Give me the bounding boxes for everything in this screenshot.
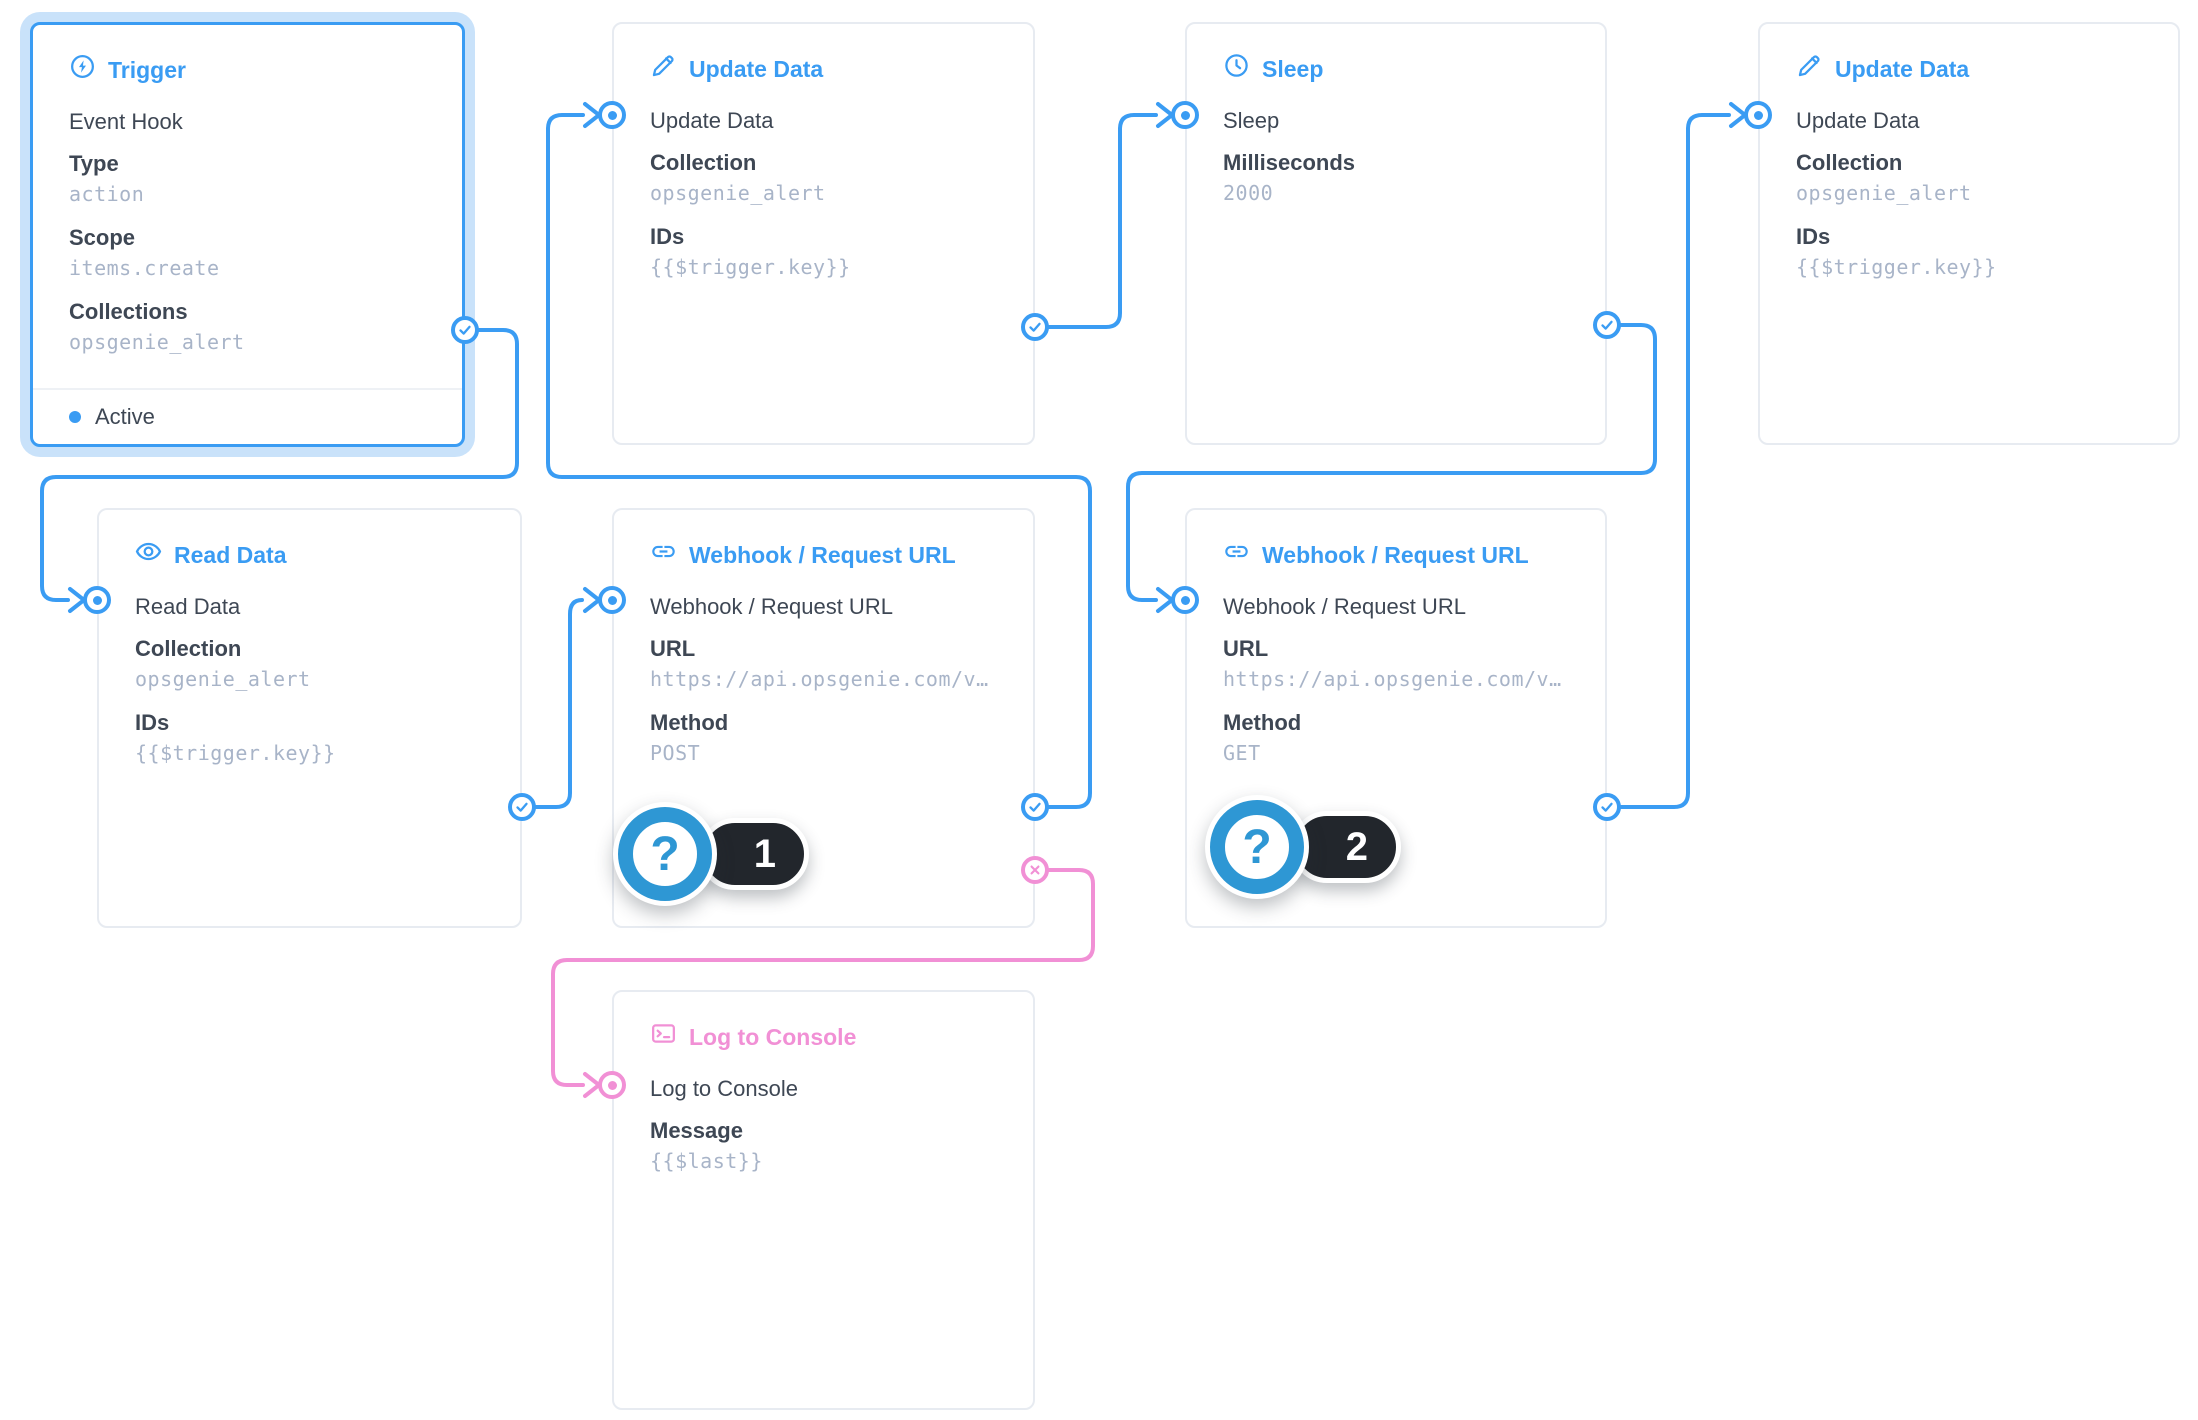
field-collection: Collection opsgenie_alert xyxy=(1796,150,1972,205)
webhook-2-title: Webhook / Request URL xyxy=(1223,538,1569,572)
trigger-type-name: Event Hook xyxy=(69,109,183,134)
field-message: Message {{$last}} xyxy=(650,1118,763,1173)
trigger-card[interactable]: Trigger Event Hook Type action Scope ite… xyxy=(30,22,465,447)
wire-update1-to-sleep xyxy=(1047,102,1174,329)
link-icon xyxy=(650,538,677,572)
question-mark-icon: ? xyxy=(613,802,717,906)
check-icon xyxy=(516,802,528,812)
field-type: Type action xyxy=(69,151,145,206)
field-method: Method GET xyxy=(1223,710,1302,765)
resolve-node-sleep[interactable] xyxy=(1593,311,1621,339)
field-ids: IDs {{$trigger.key}} xyxy=(135,710,336,765)
arrowhead xyxy=(1156,102,1174,128)
input-node-log-to-console[interactable] xyxy=(598,1071,626,1099)
update-data-1-title: Update Data xyxy=(650,52,997,86)
field-collections: Collections opsgenie_alert xyxy=(69,299,245,354)
clock-icon xyxy=(1223,52,1250,86)
terminal-icon xyxy=(650,1020,677,1054)
active-status-dot xyxy=(69,411,81,423)
trigger-card-title: Trigger xyxy=(69,53,426,87)
field-ids: IDs {{$trigger.key}} xyxy=(650,224,851,279)
input-node-update-data-2[interactable] xyxy=(1744,101,1772,129)
input-node-sleep[interactable] xyxy=(1171,101,1199,129)
resolve-node-trigger[interactable] xyxy=(451,316,479,344)
log-to-console-title: Log to Console xyxy=(650,1020,997,1054)
arrowhead xyxy=(1156,587,1174,613)
update-data-2-title: Update Data xyxy=(1796,52,2142,86)
field-scope: Scope items.create xyxy=(69,225,220,280)
field-milliseconds: Milliseconds 2000 xyxy=(1223,150,1356,205)
field-url: URL https://api.opsgenie.com/v… xyxy=(650,636,989,691)
field-method: Method POST xyxy=(650,710,729,765)
update-data-1-card[interactable]: Update Data Update Data Collection opsge… xyxy=(612,22,1035,445)
input-node-read-data[interactable] xyxy=(83,586,111,614)
arrowhead xyxy=(583,102,601,128)
resolve-node-webhook-1[interactable] xyxy=(1021,793,1049,821)
arrowhead xyxy=(583,587,601,613)
field-collection: Collection opsgenie_alert xyxy=(135,636,311,691)
reject-node-webhook-1[interactable] xyxy=(1021,856,1049,884)
resolve-node-read-data[interactable] xyxy=(508,793,536,821)
log-to-console-card[interactable]: Log to Console Log to Console Message {{… xyxy=(612,990,1035,1410)
webhook-1-title: Webhook / Request URL xyxy=(650,538,997,572)
input-node-update-data-1[interactable] xyxy=(598,101,626,129)
wire-webhook2-to-update2 xyxy=(1619,102,1747,809)
bolt-circle-icon xyxy=(69,53,96,87)
status-badge: Active xyxy=(95,404,155,429)
input-node-webhook-1[interactable] xyxy=(598,586,626,614)
field-ids: IDs {{$trigger.key}} xyxy=(1796,224,1997,279)
input-node-webhook-2[interactable] xyxy=(1171,586,1199,614)
step-badge-1[interactable]: 1 ? xyxy=(613,802,813,912)
field-url: URL https://api.opsgenie.com/v… xyxy=(1223,636,1562,691)
check-icon xyxy=(1601,802,1613,812)
arrowhead xyxy=(583,1072,601,1098)
update-data-2-card[interactable]: Update Data Update Data Collection opsge… xyxy=(1758,22,2180,445)
check-icon xyxy=(459,325,471,335)
check-icon xyxy=(1029,322,1041,332)
arrowhead xyxy=(68,587,86,613)
sleep-card[interactable]: Sleep Sleep Milliseconds 2000 xyxy=(1185,22,1607,445)
check-icon xyxy=(1029,802,1041,812)
pencil-icon xyxy=(1796,52,1823,86)
check-icon xyxy=(1601,320,1613,330)
trigger-status-row: Active xyxy=(33,388,462,444)
field-collection: Collection opsgenie_alert xyxy=(650,150,826,205)
link-icon xyxy=(1223,538,1250,572)
read-data-title: Read Data xyxy=(135,538,484,572)
pencil-icon xyxy=(650,52,677,86)
x-icon xyxy=(1030,865,1040,875)
arrowhead xyxy=(1729,102,1747,128)
step-badge-2[interactable]: 2 ? xyxy=(1205,795,1405,905)
wire-read-to-webhook1 xyxy=(534,587,601,809)
resolve-node-webhook-2[interactable] xyxy=(1593,793,1621,821)
read-data-card[interactable]: Read Data Read Data Collection opsgenie_… xyxy=(97,508,522,928)
question-mark-icon: ? xyxy=(1205,795,1309,899)
eye-icon xyxy=(135,538,162,572)
resolve-node-update-data-1[interactable] xyxy=(1021,313,1049,341)
sleep-title: Sleep xyxy=(1223,52,1569,86)
